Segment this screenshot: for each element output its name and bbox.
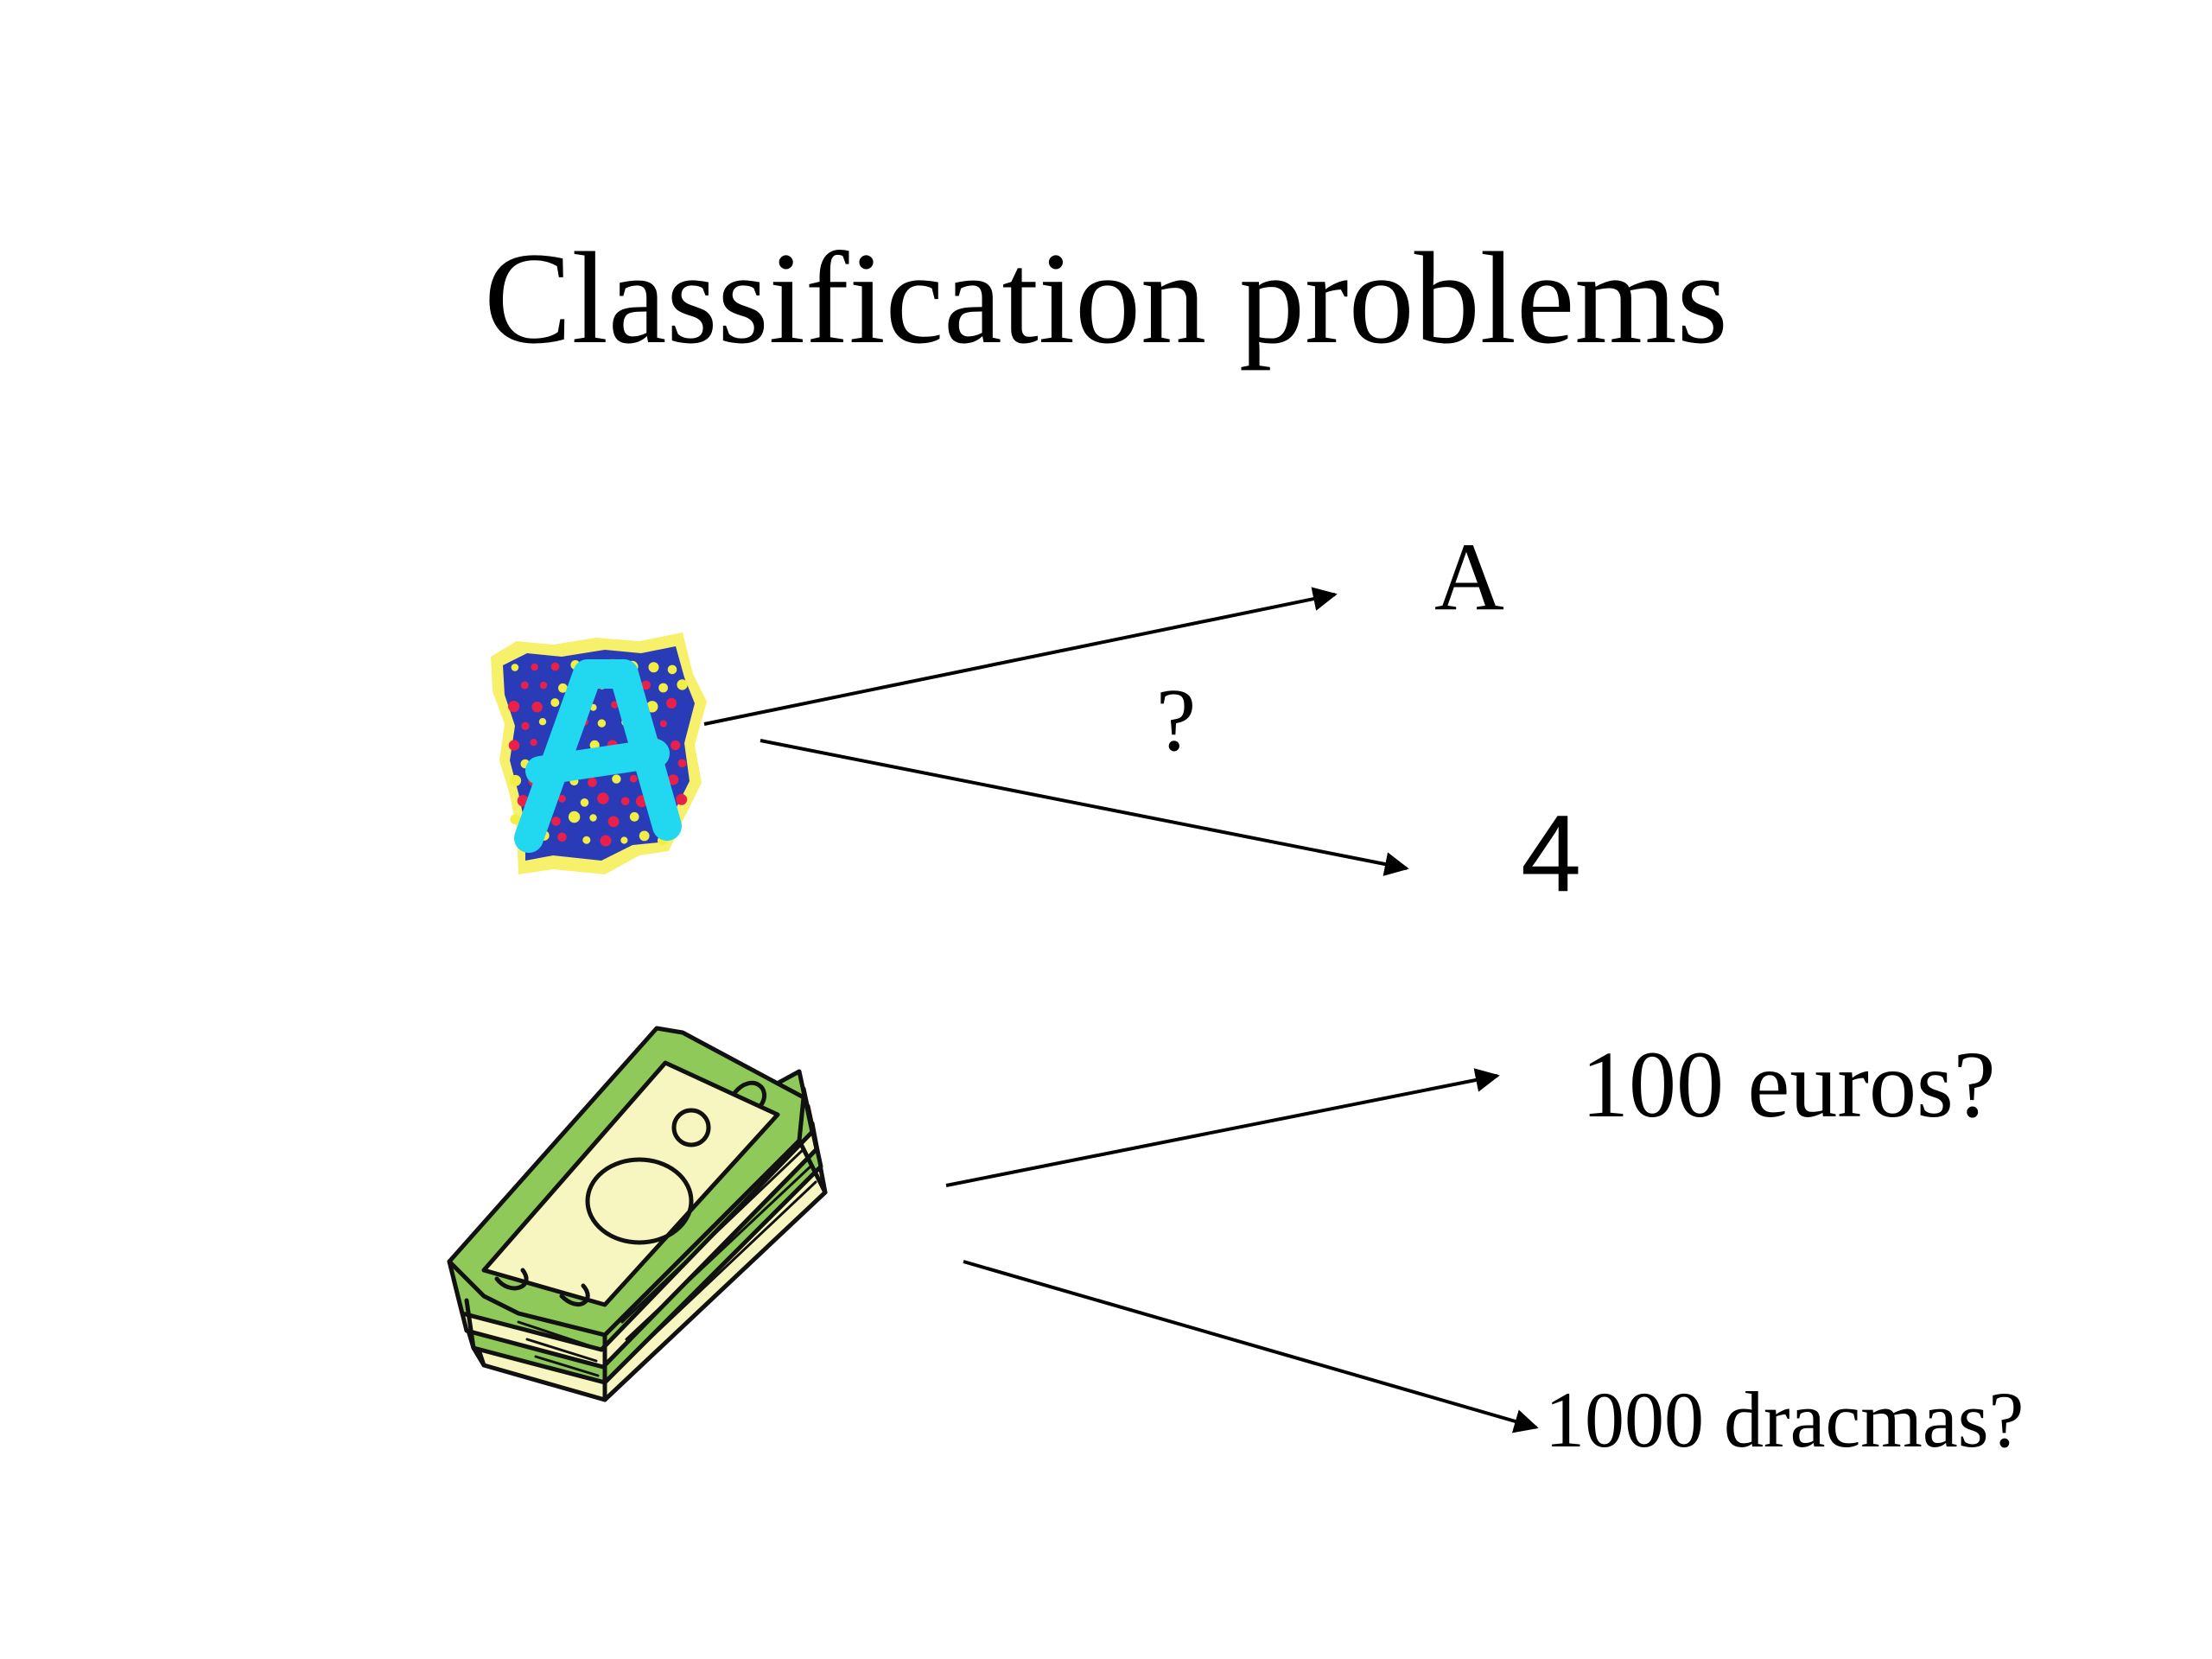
output-label-1000-dracmas: 1000 dracmas? (1545, 1376, 2024, 1464)
polka-dot (550, 662, 560, 671)
polka-dot (538, 718, 547, 726)
polka-dot (648, 662, 659, 673)
letter-a-glyph (514, 659, 682, 853)
polka-dot (620, 836, 628, 844)
polka-dot (676, 793, 688, 805)
polka-dot (620, 797, 630, 805)
question-mark-label: ? (1156, 671, 1197, 770)
arrow-to-dracmas (963, 1260, 1539, 1433)
polka-dot (510, 774, 522, 786)
polka-dot (597, 719, 607, 728)
polka-dot (641, 680, 651, 690)
polka-dot (646, 701, 658, 713)
polka-dot (588, 778, 597, 787)
arrow-to-euros (945, 1068, 1500, 1187)
polka-dot (677, 679, 688, 690)
polka-dot (667, 664, 677, 675)
money-stack-clipart-icon (447, 1026, 828, 1402)
polka-dot (600, 835, 612, 847)
output-label-a: A (1434, 524, 1504, 631)
polka-dot (550, 698, 560, 708)
arrow-to-a (703, 587, 1338, 726)
polka-dot (597, 792, 609, 804)
polka-dot (557, 832, 567, 842)
polka-dot (568, 810, 581, 823)
polka-dot (511, 664, 519, 671)
polka-dot (508, 740, 520, 751)
polka-dot (520, 681, 529, 690)
output-label-4: 4 (1521, 792, 1582, 914)
polka-dot (629, 811, 639, 822)
polka-dot (531, 702, 543, 713)
polka-dot (558, 683, 568, 693)
polka-dot (551, 817, 561, 826)
polka-dot (521, 721, 530, 730)
arrow-to-4 (760, 739, 1409, 876)
polka-dot (530, 739, 537, 747)
polka-dot (629, 774, 638, 783)
output-label-100-euros: 100 euros? (1581, 1032, 1996, 1137)
polka-dot (658, 683, 668, 693)
polka-dot (666, 697, 677, 709)
polka-dot (510, 814, 520, 824)
letter-a-clipart-icon (491, 632, 707, 874)
polka-dot (611, 701, 619, 709)
polka-dot (539, 681, 548, 690)
polka-dot (639, 830, 650, 842)
polka-dot (677, 759, 687, 768)
slide-title: Classification problems (484, 226, 1728, 371)
polka-dot (582, 836, 591, 844)
polka-dot (607, 816, 620, 828)
polka-dot (589, 814, 597, 822)
polka-dot (667, 774, 679, 785)
polka-dot (659, 720, 667, 728)
polka-dot (612, 774, 621, 784)
polka-dot (580, 798, 589, 807)
polka-dot (671, 740, 681, 751)
polka-dot (508, 701, 520, 713)
polka-dot (558, 794, 566, 803)
polka-dot (531, 663, 538, 671)
